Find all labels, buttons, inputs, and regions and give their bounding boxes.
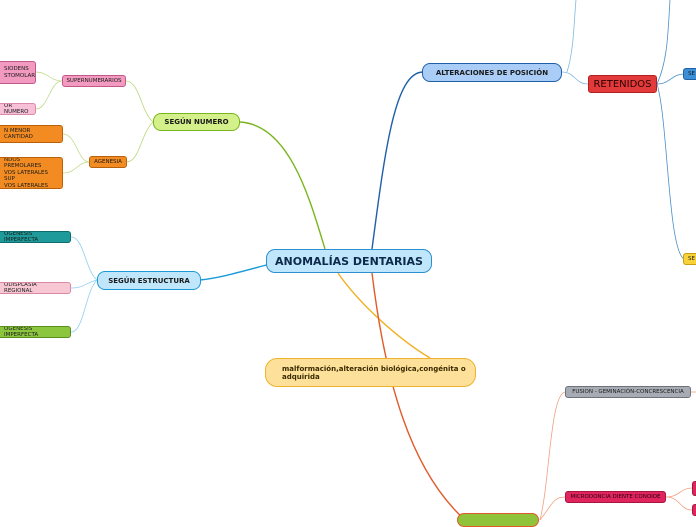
- microdoncia-right-1[interactable]: [692, 481, 696, 496]
- link-retenidos-up: [656, 0, 671, 85]
- link-agenesia-leaf2: [62, 161, 90, 174]
- retenidos-right-1[interactable]: SE: [683, 68, 696, 80]
- link-estructura-leaf1: [70, 236, 98, 281]
- agenesia-label: AGENESIA: [94, 159, 122, 165]
- link-central-definition: [337, 272, 431, 359]
- estructura-leaf-3[interactable]: OGENESIS IMPERFECTA: [0, 326, 71, 338]
- central-topic[interactable]: ANOMALÍAS DENTARIAS: [266, 249, 432, 273]
- microdoncia-node[interactable]: MICRODONCIA DIENTE CONOIDE: [565, 491, 666, 503]
- agenesia-node[interactable]: AGENESIA: [89, 156, 127, 168]
- branch-segun-estructura-label: SEGÚN ESTRUCTURA: [108, 276, 190, 285]
- supernumerarios-label: SUPERNUMERARIOS: [66, 78, 122, 84]
- link-super-leaf2: [35, 80, 63, 110]
- supernumerarios-node[interactable]: SUPERNUMERARIOS: [62, 75, 126, 87]
- agenesia-leaf-1-label: N MENOR CANTIDAD: [4, 127, 33, 141]
- agenesia-leaf-2-label: ROS MOLARES NDOS PREMOLARES VOS LATERALE…: [4, 157, 48, 189]
- link-estructura-leaf3: [70, 279, 98, 333]
- link-numero-agenesia: [125, 121, 154, 163]
- estructura-leaf-2-label: ODISPLASIA REGIONAL: [4, 282, 37, 294]
- link-retenidos-right2: [656, 83, 685, 260]
- retenidos-right-2-label: SE: [688, 255, 695, 262]
- agenesia-leaf-2[interactable]: ROS MOLARES NDOS PREMOLARES VOS LATERALE…: [0, 157, 63, 189]
- link-forma-fusion: [539, 391, 566, 520]
- definition-label: malformación,alteración biológica,congén…: [282, 364, 466, 381]
- supernumerarios-leaf-1-label: SIODENS STOMOLAR: [4, 66, 36, 79]
- branch-forma[interactable]: [457, 513, 539, 527]
- central-topic-label: ANOMALÍAS DENTARIAS: [275, 254, 423, 268]
- link-super-leaf1: [35, 71, 63, 82]
- estructura-leaf-1[interactable]: OGENESIS IMPERFECTA: [0, 231, 71, 243]
- retenidos-node[interactable]: RETENIDOS: [588, 75, 657, 93]
- branch-segun-numero[interactable]: SEGÚN NUMERO: [153, 113, 240, 131]
- link-micro-right2: [665, 496, 693, 511]
- branch-alteraciones-posicion-label: ALTERACIONES DE POSICIÓN: [435, 68, 549, 77]
- retenidos-right-1-label: SE: [688, 70, 695, 77]
- definition-topic[interactable]: malformación,alteración biológica,congén…: [265, 358, 476, 387]
- estructura-leaf-1-label: OGENESIS IMPERFECTA: [4, 231, 39, 243]
- agenesia-leaf-1[interactable]: N MENOR CANTIDAD: [0, 125, 63, 143]
- link-numero-supernumerarios: [125, 80, 154, 123]
- branch-alteraciones-posicion[interactable]: ALTERACIONES DE POSICIÓN: [422, 63, 562, 82]
- link-central-posicion: [371, 71, 424, 250]
- link-retenidos-right1: [656, 73, 685, 85]
- link-estructura-leaf2: [70, 279, 98, 289]
- link-posicion-up: [566, 0, 577, 73]
- supernumerarios-leaf-2-label: OR NUMERO: [4, 103, 29, 115]
- fusion-label: FUSION - GEMINACIÓN-CONCRESCENCIA: [572, 389, 684, 395]
- branch-segun-numero-label: SEGÚN NUMERO: [164, 118, 229, 126]
- fusion-node[interactable]: FUSION - GEMINACIÓN-CONCRESCENCIA: [565, 386, 691, 398]
- estructura-leaf-2[interactable]: ODISPLASIA REGIONAL: [0, 282, 71, 294]
- retenidos-right-2[interactable]: SE: [683, 253, 696, 265]
- link-agenesia-leaf1: [62, 133, 90, 163]
- microdoncia-right-2[interactable]: [692, 504, 696, 516]
- retenidos-label: RETENIDOS: [593, 78, 652, 90]
- branch-segun-estructura[interactable]: SEGÚN ESTRUCTURA: [97, 271, 201, 290]
- estructura-leaf-3-label: OGENESIS IMPERFECTA: [4, 326, 39, 338]
- link-forma-microdoncia: [539, 496, 566, 520]
- link-micro-right1: [665, 487, 693, 498]
- microdoncia-label: MICRODONCIA DIENTE CONOIDE: [570, 494, 661, 500]
- link-central-numero: [239, 121, 326, 250]
- supernumerarios-leaf-2[interactable]: OR NUMERO: [0, 103, 36, 115]
- link-central-forma: [371, 272, 466, 520]
- link-central-estructura: [199, 263, 271, 281]
- link-posicion-retenidos: [561, 71, 589, 85]
- supernumerarios-leaf-1[interactable]: SIODENS STOMOLAR: [0, 61, 36, 84]
